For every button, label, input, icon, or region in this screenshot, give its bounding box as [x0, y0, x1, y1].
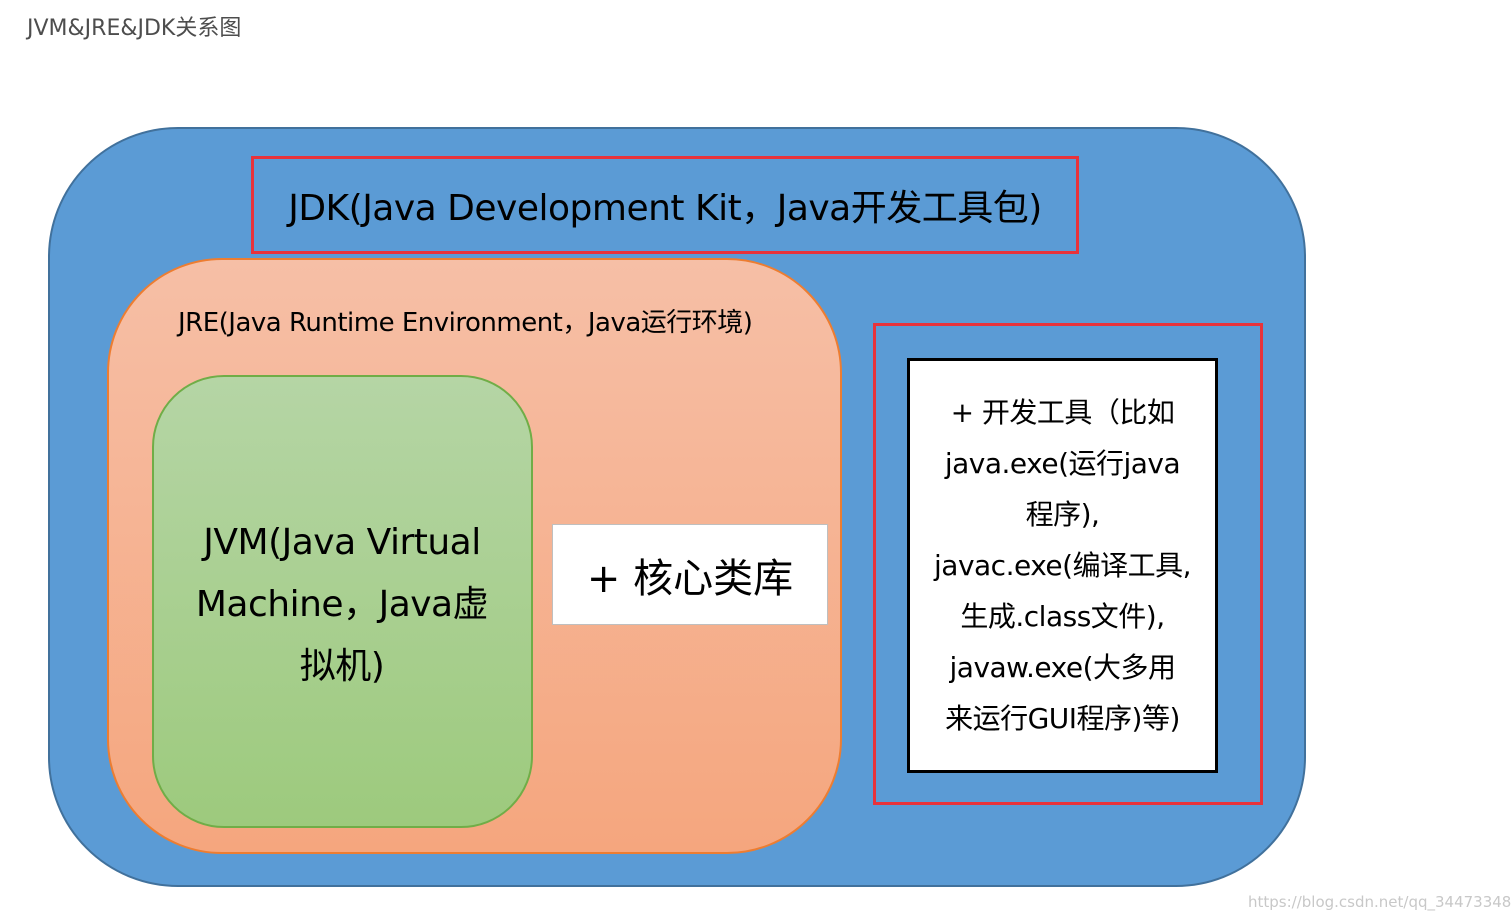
core-library-box: + 核心类库 — [552, 524, 828, 625]
jdk-label-highlight: JDK(Java Development Kit，Java开发工具包) — [251, 156, 1079, 254]
jvm-label-line: JVM(Java Virtual — [203, 522, 481, 563]
jdk-label: JDK(Java Development Kit，Java开发工具包) — [288, 188, 1042, 229]
dev-tools-line: 来运行GUI程序)等) — [945, 702, 1180, 735]
jvm-container — [152, 375, 533, 828]
dev-tools-highlight — [873, 323, 1263, 805]
jre-label: JRE(Java Runtime Environment，Java运行环境) — [178, 308, 753, 338]
dev-tools-line: + 开发工具（比如 — [950, 396, 1175, 429]
dev-tools-line: 程序), — [1025, 498, 1100, 531]
dev-tools-line: 生成.class文件), — [960, 600, 1165, 633]
jvm-label: JVM(Java Virtual Machine，Java虚 拟机) — [168, 512, 516, 698]
watermark: https://blog.csdn.net/qq_34473348 — [1248, 893, 1511, 911]
page-title: JVM&JRE&JDK关系图 — [27, 16, 242, 41]
jvm-label-line: 拟机) — [299, 646, 385, 687]
jvm-label-line: Machine，Java虚 — [195, 584, 489, 625]
dev-tools-text: + 开发工具（比如 java.exe(运行java 程序), javac.exe… — [912, 387, 1213, 744]
dev-tools-line: javac.exe(编译工具, — [934, 549, 1191, 582]
dev-tools-box — [907, 358, 1218, 773]
dev-tools-line: javaw.exe(大多用 — [949, 651, 1177, 684]
dev-tools-line: java.exe(运行java — [944, 447, 1181, 480]
core-library-label: + 核心类库 — [586, 555, 794, 602]
